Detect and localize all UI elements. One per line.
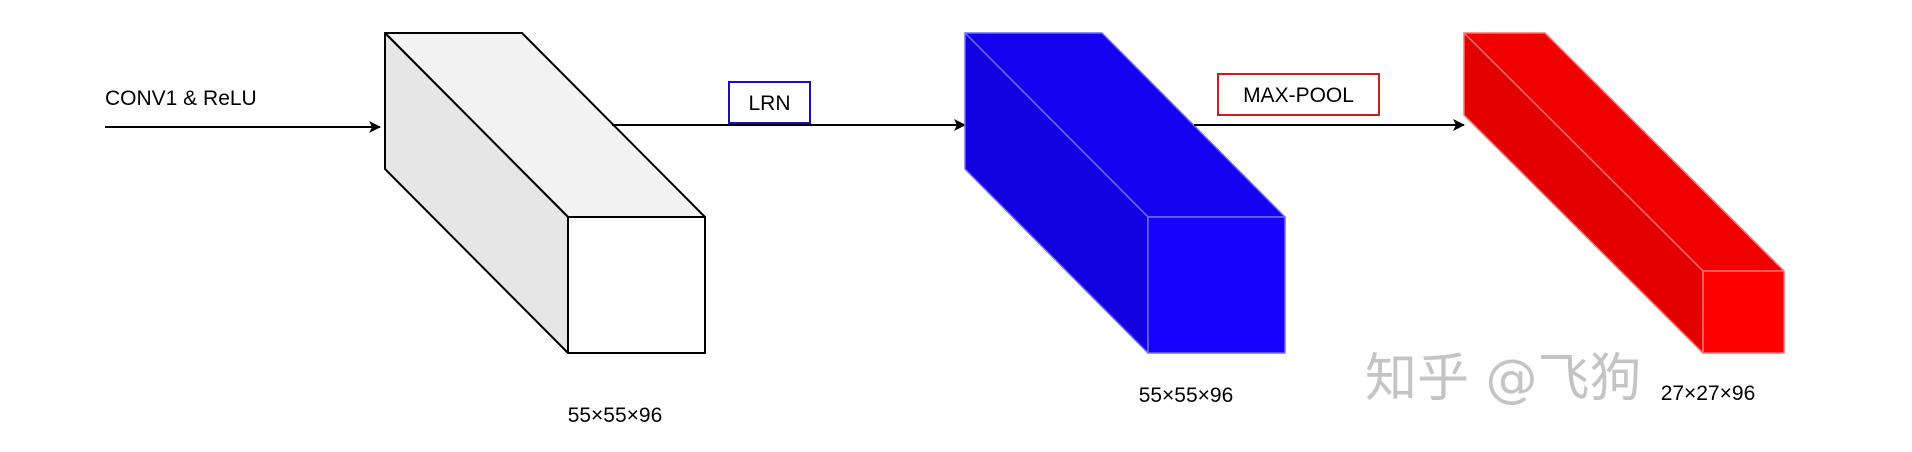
- maxpool-box: [1217, 73, 1380, 116]
- size-label-maxpool: 27×27×96: [1661, 382, 1756, 405]
- lrn-box: [728, 81, 811, 124]
- front-face: [1702, 270, 1785, 354]
- maxpool-label: MAX-POOL: [1243, 84, 1354, 107]
- input-label: CONV1 & ReLU: [105, 87, 257, 110]
- lrn-label: LRN: [748, 92, 790, 115]
- watermark: 知乎 @飞狗: [1365, 349, 1642, 409]
- size-label-lrn: 55×55×96: [1139, 384, 1234, 407]
- size-label-conv1: 55×55×96: [568, 404, 663, 427]
- front-face: [1147, 216, 1286, 354]
- cube-maxpool-output: [1463, 32, 1785, 354]
- cube-conv1-output: [384, 32, 706, 354]
- cube-lrn-output: [964, 32, 1286, 354]
- front-face: [567, 216, 706, 354]
